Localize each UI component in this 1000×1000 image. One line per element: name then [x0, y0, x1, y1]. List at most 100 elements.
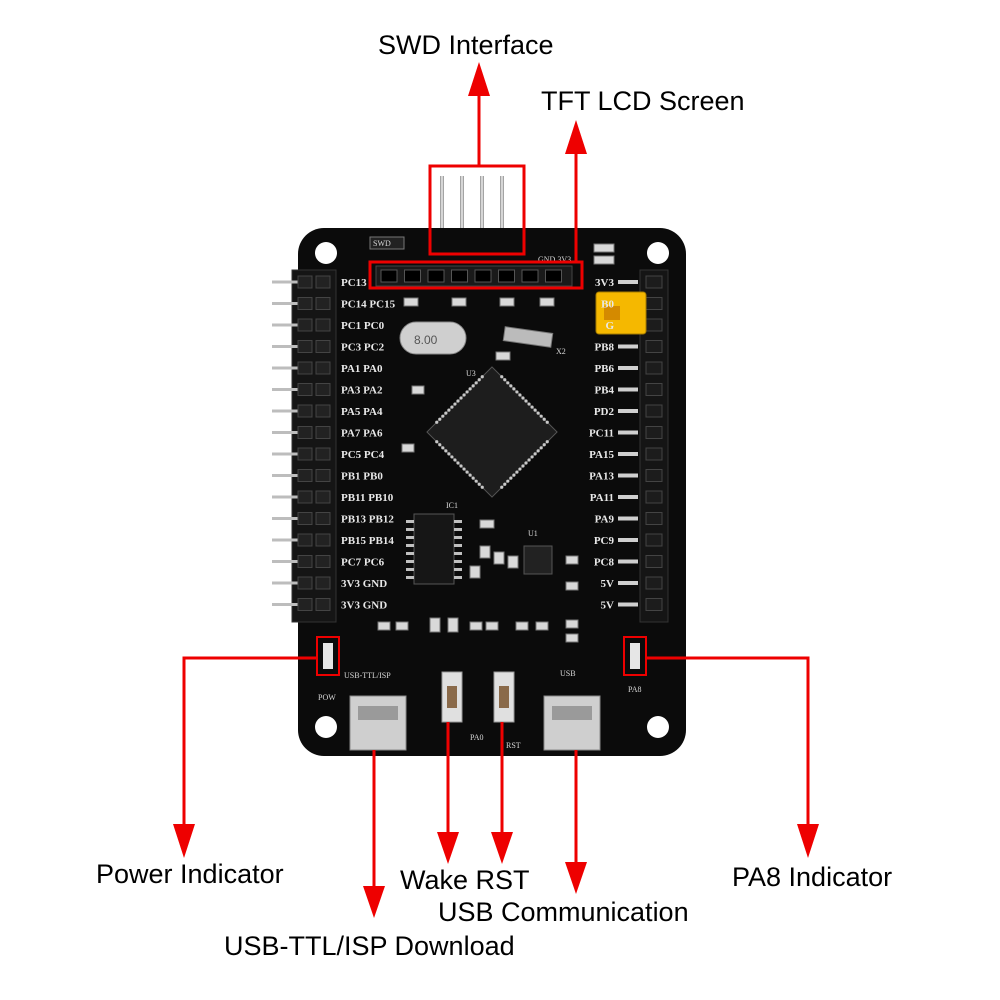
ic1-pin: [406, 536, 414, 539]
mcu-pin: [500, 375, 504, 379]
mcu-pin: [518, 467, 522, 471]
u1-regulator: U1: [523, 529, 553, 575]
ic1-pin: [406, 528, 414, 531]
left-pin-socket: [315, 275, 331, 289]
left-pin-socket: [297, 275, 313, 289]
left-pin-socket: [315, 404, 331, 418]
crystal: 8.00 X2: [399, 321, 566, 356]
left-pin-socket: [297, 361, 313, 375]
right-pin-socket: [645, 598, 663, 611]
silk-usb: USB: [560, 669, 576, 678]
right-pad: [618, 516, 638, 521]
right-header-label: PB4: [594, 385, 614, 397]
left-pin: [272, 323, 298, 327]
mcu-pin: [459, 396, 463, 400]
ic1-pin: [406, 560, 414, 563]
silk-ic1: IC1: [446, 501, 458, 510]
left-header-label: 3V3 GND: [341, 600, 387, 612]
left-pin-socket: [297, 512, 313, 525]
left-header-label: PC5 PC4: [341, 449, 385, 461]
ic1-pin: [454, 552, 462, 555]
ic1-pin: [406, 544, 414, 547]
power-indicator-label: Power Indicator: [96, 859, 284, 889]
mcu-pin: [509, 384, 513, 388]
silk-pa8: PA8: [628, 685, 642, 694]
right-pad: [618, 344, 638, 349]
arrow-head-usb-comm: [565, 862, 587, 894]
left-pin: [272, 345, 298, 348]
right-pin-socket: [645, 361, 663, 375]
mcu-pin: [465, 470, 469, 474]
tft-slot: [451, 269, 468, 283]
right-header-label: B0: [601, 299, 614, 311]
mcu-pin: [450, 455, 454, 459]
mcu-pin: [536, 411, 540, 415]
ic1-pin: [406, 568, 414, 571]
wake-rst-label: Wake RST: [400, 865, 530, 895]
ic1-chip: IC1: [406, 501, 462, 585]
left-header-label: PA1 PA0: [341, 363, 383, 375]
ic1-pin: [406, 576, 414, 579]
left-pin-socket: [297, 490, 313, 504]
right-pin-socket: [645, 555, 663, 568]
mcu-pin: [521, 396, 525, 400]
mcu-pin: [435, 440, 439, 444]
left-header-label: PA7 PA6: [341, 428, 383, 440]
left-pin: [272, 452, 298, 456]
right-pin-socket: [645, 318, 663, 332]
power-led: [316, 636, 340, 676]
mcu-pin: [506, 381, 510, 385]
mcu-pin: [527, 458, 531, 462]
mcu-pin: [521, 464, 525, 468]
left-pin: [272, 431, 298, 434]
right-pin-socket: [645, 275, 663, 289]
left-pin-socket: [297, 598, 313, 611]
left-pin-socket: [297, 297, 313, 310]
ic1-pin: [406, 552, 414, 555]
mcu-pin: [503, 378, 507, 382]
right-header-label: PA11: [590, 492, 614, 504]
mcu-pin: [477, 482, 481, 486]
left-pin-socket: [315, 512, 331, 525]
right-pin-socket: [645, 297, 663, 310]
mcu-pin: [474, 381, 478, 385]
smd-part: [565, 619, 579, 629]
mcu-pin: [542, 417, 546, 421]
mcu-pin: [509, 476, 513, 480]
right-pad: [618, 366, 638, 370]
tft-slot: [498, 269, 515, 283]
left-header-label: PC13: [341, 277, 367, 289]
left-header-label: PB1 PB0: [341, 471, 383, 483]
left-pin: [272, 388, 298, 391]
right-header-label: PA9: [595, 514, 615, 526]
mcu-pin: [539, 446, 543, 450]
left-pin-socket: [297, 469, 313, 482]
left-pin-socket: [315, 340, 331, 353]
right-pad: [618, 430, 638, 435]
crystal-label: 8.00: [414, 333, 438, 347]
mcu-pin: [518, 393, 522, 397]
right-pad: [618, 452, 638, 456]
mcu-pin: [533, 452, 537, 456]
right-pin-socket: [645, 340, 663, 353]
mcu-pin: [536, 449, 540, 453]
mcu-pin: [515, 390, 519, 394]
right-header-label: PA13: [589, 471, 614, 483]
mcu-pin: [524, 399, 528, 403]
mcu-pin: [438, 417, 442, 421]
right-pin-socket: [645, 383, 663, 396]
swd-highlight-box: [428, 164, 526, 256]
right-header-label: PB6: [594, 363, 614, 375]
left-pin-socket: [315, 297, 331, 310]
mcu-pin: [462, 393, 466, 397]
ic1-pin: [454, 528, 462, 531]
silk-gnd-3v3: GND 3V3: [538, 255, 571, 264]
left-header-label: PC14 PC15: [341, 299, 396, 311]
mcu-pin: [530, 405, 534, 409]
right-pad: [618, 280, 638, 284]
smd-part: [539, 297, 555, 307]
smd-part: [411, 385, 425, 395]
right-header-label: 3V3: [595, 277, 614, 289]
left-pin: [272, 366, 298, 370]
